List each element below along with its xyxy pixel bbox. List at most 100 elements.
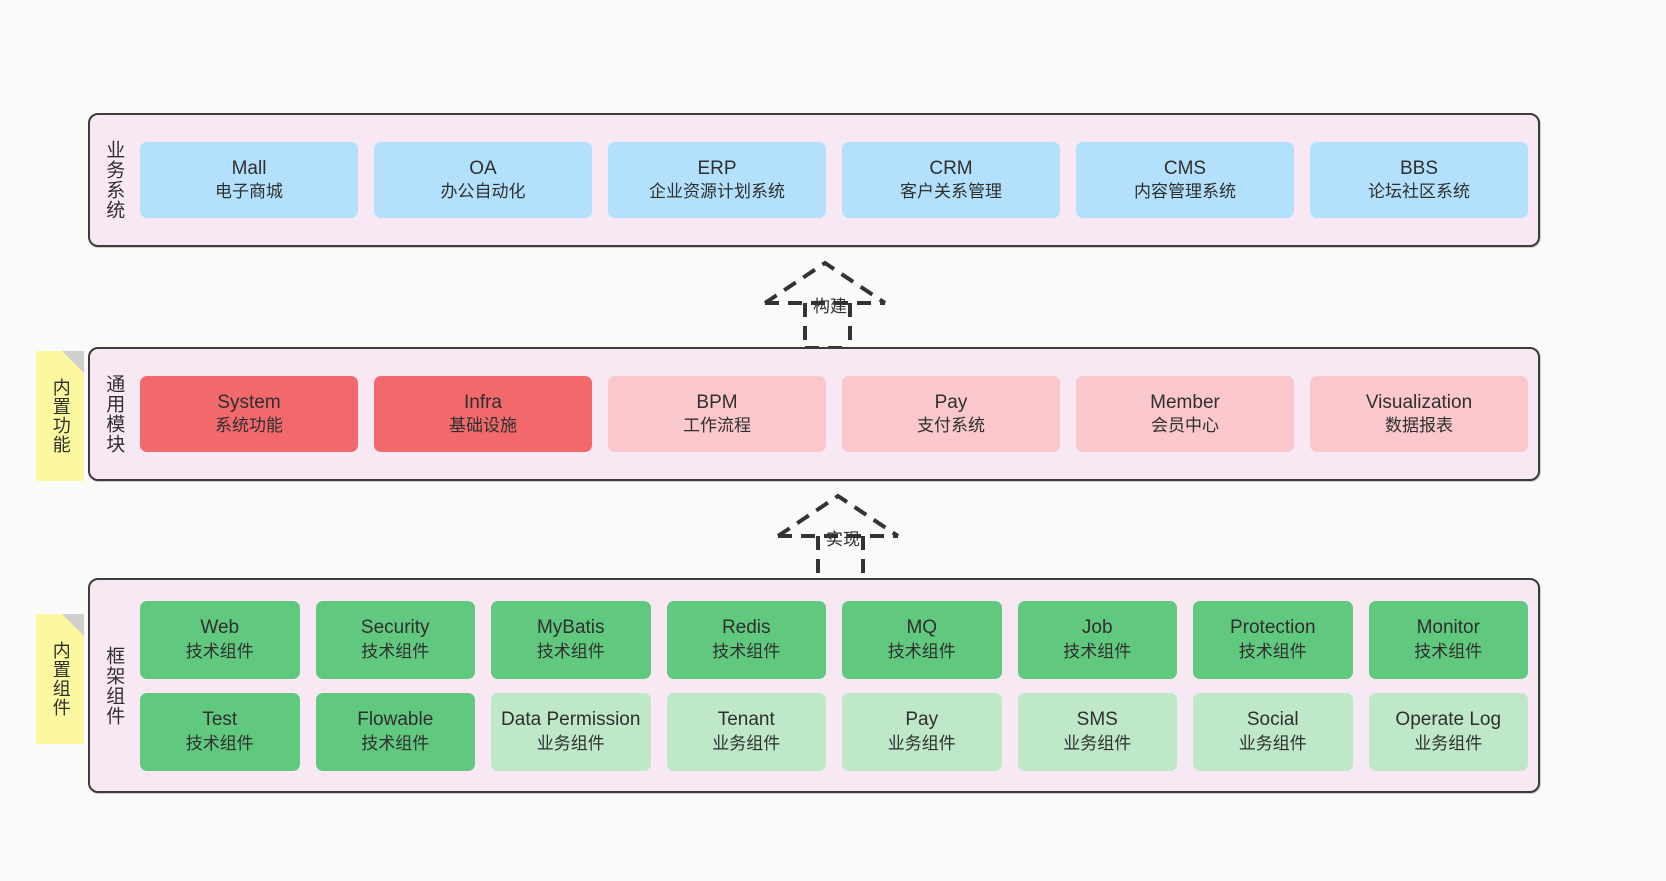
layer-body-framework-components: Web 技术组件 Security 技术组件 MyBatis 技术组件 Redi…: [136, 580, 1538, 791]
card-title: System: [217, 391, 281, 413]
card-title: Pay: [905, 709, 939, 731]
card-title: BPM: [696, 391, 738, 413]
card-test[interactable]: Test 技术组件: [140, 692, 300, 771]
card-title: Tenant: [717, 709, 775, 731]
connector-label-implement: 实现: [826, 530, 860, 549]
card-subtitle: 技术组件: [361, 641, 430, 661]
layer-title-business-systems: 业务系统: [103, 140, 125, 220]
card-subtitle: 技术组件: [185, 641, 254, 661]
card-title: Web: [200, 617, 240, 639]
layer-body-business-systems: Mall 电子商城 OA 办公自动化 ERP 企业资源计划系统 CRM 客户关系…: [136, 115, 1538, 245]
card-row: Test 技术组件 Flowable 技术组件 Data Permission …: [140, 692, 1528, 771]
card-title: CRM: [929, 157, 973, 179]
card-title: Pay: [934, 391, 968, 413]
card-title: Infra: [463, 391, 503, 413]
card-title: Redis: [721, 617, 771, 639]
layer-business-systems[interactable]: 业务系统 Mall 电子商城 OA 办公自动化 ERP 企业资源计划系统 CRM…: [88, 113, 1540, 247]
card-subtitle: 支付系统: [917, 416, 985, 436]
card-subtitle: 技术组件: [712, 641, 781, 661]
card-subtitle: 技术组件: [361, 733, 430, 753]
card-subtitle: 技术组件: [1238, 641, 1307, 661]
card-subtitle: 内容管理系统: [1134, 182, 1236, 202]
card-mq[interactable]: MQ 技术组件: [842, 600, 1002, 679]
card-subtitle: 业务组件: [712, 733, 781, 753]
card-operate-log[interactable]: Operate Log 业务组件: [1368, 692, 1528, 771]
note-builtin-features: 内置功能: [36, 351, 84, 481]
card-subtitle: 业务组件: [1414, 733, 1483, 753]
card-mall[interactable]: Mall 电子商城: [140, 142, 358, 218]
card-title: ERP: [697, 157, 737, 179]
card-pay-module[interactable]: Pay 支付系统: [842, 376, 1060, 452]
card-title: Monitor: [1416, 617, 1480, 639]
card-title: Job: [1081, 617, 1113, 639]
card-tenant[interactable]: Tenant 业务组件: [666, 692, 826, 771]
card-protection[interactable]: Protection 技术组件: [1193, 600, 1353, 679]
card-title: Social: [1246, 709, 1299, 731]
card-bbs[interactable]: BBS 论坛社区系统: [1310, 142, 1528, 218]
card-subtitle: 客户关系管理: [900, 182, 1002, 202]
card-title: BBS: [1399, 157, 1439, 179]
card-title: MyBatis: [536, 617, 605, 639]
card-row: System 系统功能 Infra 基础设施 BPM 工作流程 Pay 支付系统…: [140, 376, 1528, 452]
card-erp[interactable]: ERP 企业资源计划系统: [608, 142, 826, 218]
card-system[interactable]: System 系统功能: [140, 376, 358, 452]
card-title: Data Permission: [501, 709, 641, 731]
card-subtitle: 系统功能: [215, 416, 283, 436]
card-subtitle: 论坛社区系统: [1368, 182, 1470, 202]
card-monitor[interactable]: Monitor 技术组件: [1368, 600, 1528, 679]
card-flowable[interactable]: Flowable 技术组件: [315, 692, 475, 771]
card-title: Operate Log: [1395, 709, 1502, 731]
card-member[interactable]: Member 会员中心: [1076, 376, 1294, 452]
card-subtitle: 电子商城: [215, 182, 283, 202]
card-title: Test: [202, 709, 238, 731]
card-subtitle: 业务组件: [1063, 733, 1132, 753]
card-oa[interactable]: OA 办公自动化: [374, 142, 592, 218]
card-title: OA: [469, 157, 497, 179]
layer-body-common-modules: System 系统功能 Infra 基础设施 BPM 工作流程 Pay 支付系统…: [136, 349, 1538, 479]
card-crm[interactable]: CRM 客户关系管理: [842, 142, 1060, 218]
card-pay-component[interactable]: Pay 业务组件: [842, 692, 1002, 771]
card-subtitle: 技术组件: [1063, 641, 1132, 661]
card-subtitle: 办公自动化: [440, 182, 526, 202]
card-data-permission[interactable]: Data Permission 业务组件: [491, 692, 651, 771]
card-subtitle: 技术组件: [1414, 641, 1483, 661]
card-title: Member: [1150, 391, 1220, 413]
card-job[interactable]: Job 技术组件: [1017, 600, 1177, 679]
card-title: Flowable: [357, 709, 434, 731]
layer-title-framework-components: 框架组件: [103, 645, 125, 726]
card-subtitle: 数据报表: [1385, 416, 1453, 436]
card-subtitle: 业务组件: [536, 733, 605, 753]
card-visualization[interactable]: Visualization 数据报表: [1310, 376, 1528, 452]
card-title: Mall: [231, 157, 267, 179]
card-subtitle: 企业资源计划系统: [649, 182, 785, 202]
card-title: MQ: [906, 617, 938, 639]
note-builtin-components: 内置组件: [36, 614, 84, 744]
card-subtitle: 基础设施: [449, 416, 517, 436]
card-subtitle: 业务组件: [887, 733, 956, 753]
card-subtitle: 技术组件: [185, 733, 254, 753]
card-title: Visualization: [1365, 391, 1473, 413]
card-mybatis[interactable]: MyBatis 技术组件: [491, 600, 651, 679]
card-social[interactable]: Social 业务组件: [1193, 692, 1353, 771]
card-sms[interactable]: SMS 业务组件: [1017, 692, 1177, 771]
card-title: SMS: [1076, 709, 1118, 731]
card-redis[interactable]: Redis 技术组件: [666, 600, 826, 679]
card-infra[interactable]: Infra 基础设施: [374, 376, 592, 452]
card-row: Mall 电子商城 OA 办公自动化 ERP 企业资源计划系统 CRM 客户关系…: [140, 142, 1528, 218]
card-subtitle: 会员中心: [1151, 416, 1219, 436]
layer-common-modules[interactable]: 通用模块 System 系统功能 Infra 基础设施 BPM 工作流程 Pay…: [88, 347, 1540, 481]
card-subtitle: 技术组件: [887, 641, 956, 661]
card-cms[interactable]: CMS 内容管理系统: [1076, 142, 1294, 218]
layer-title-common-modules: 通用模块: [103, 374, 125, 454]
connector-label-build: 构建: [813, 297, 847, 316]
layer-framework-components[interactable]: 框架组件 Web 技术组件 Security 技术组件 MyBatis 技术组件…: [88, 578, 1540, 793]
card-title: Protection: [1229, 617, 1316, 639]
card-bpm[interactable]: BPM 工作流程: [608, 376, 826, 452]
card-row: Web 技术组件 Security 技术组件 MyBatis 技术组件 Redi…: [140, 600, 1528, 679]
card-web[interactable]: Web 技术组件: [140, 600, 300, 679]
card-title: Security: [360, 617, 430, 639]
card-security[interactable]: Security 技术组件: [315, 600, 475, 679]
card-subtitle: 业务组件: [1238, 733, 1307, 753]
card-title: CMS: [1163, 157, 1207, 179]
